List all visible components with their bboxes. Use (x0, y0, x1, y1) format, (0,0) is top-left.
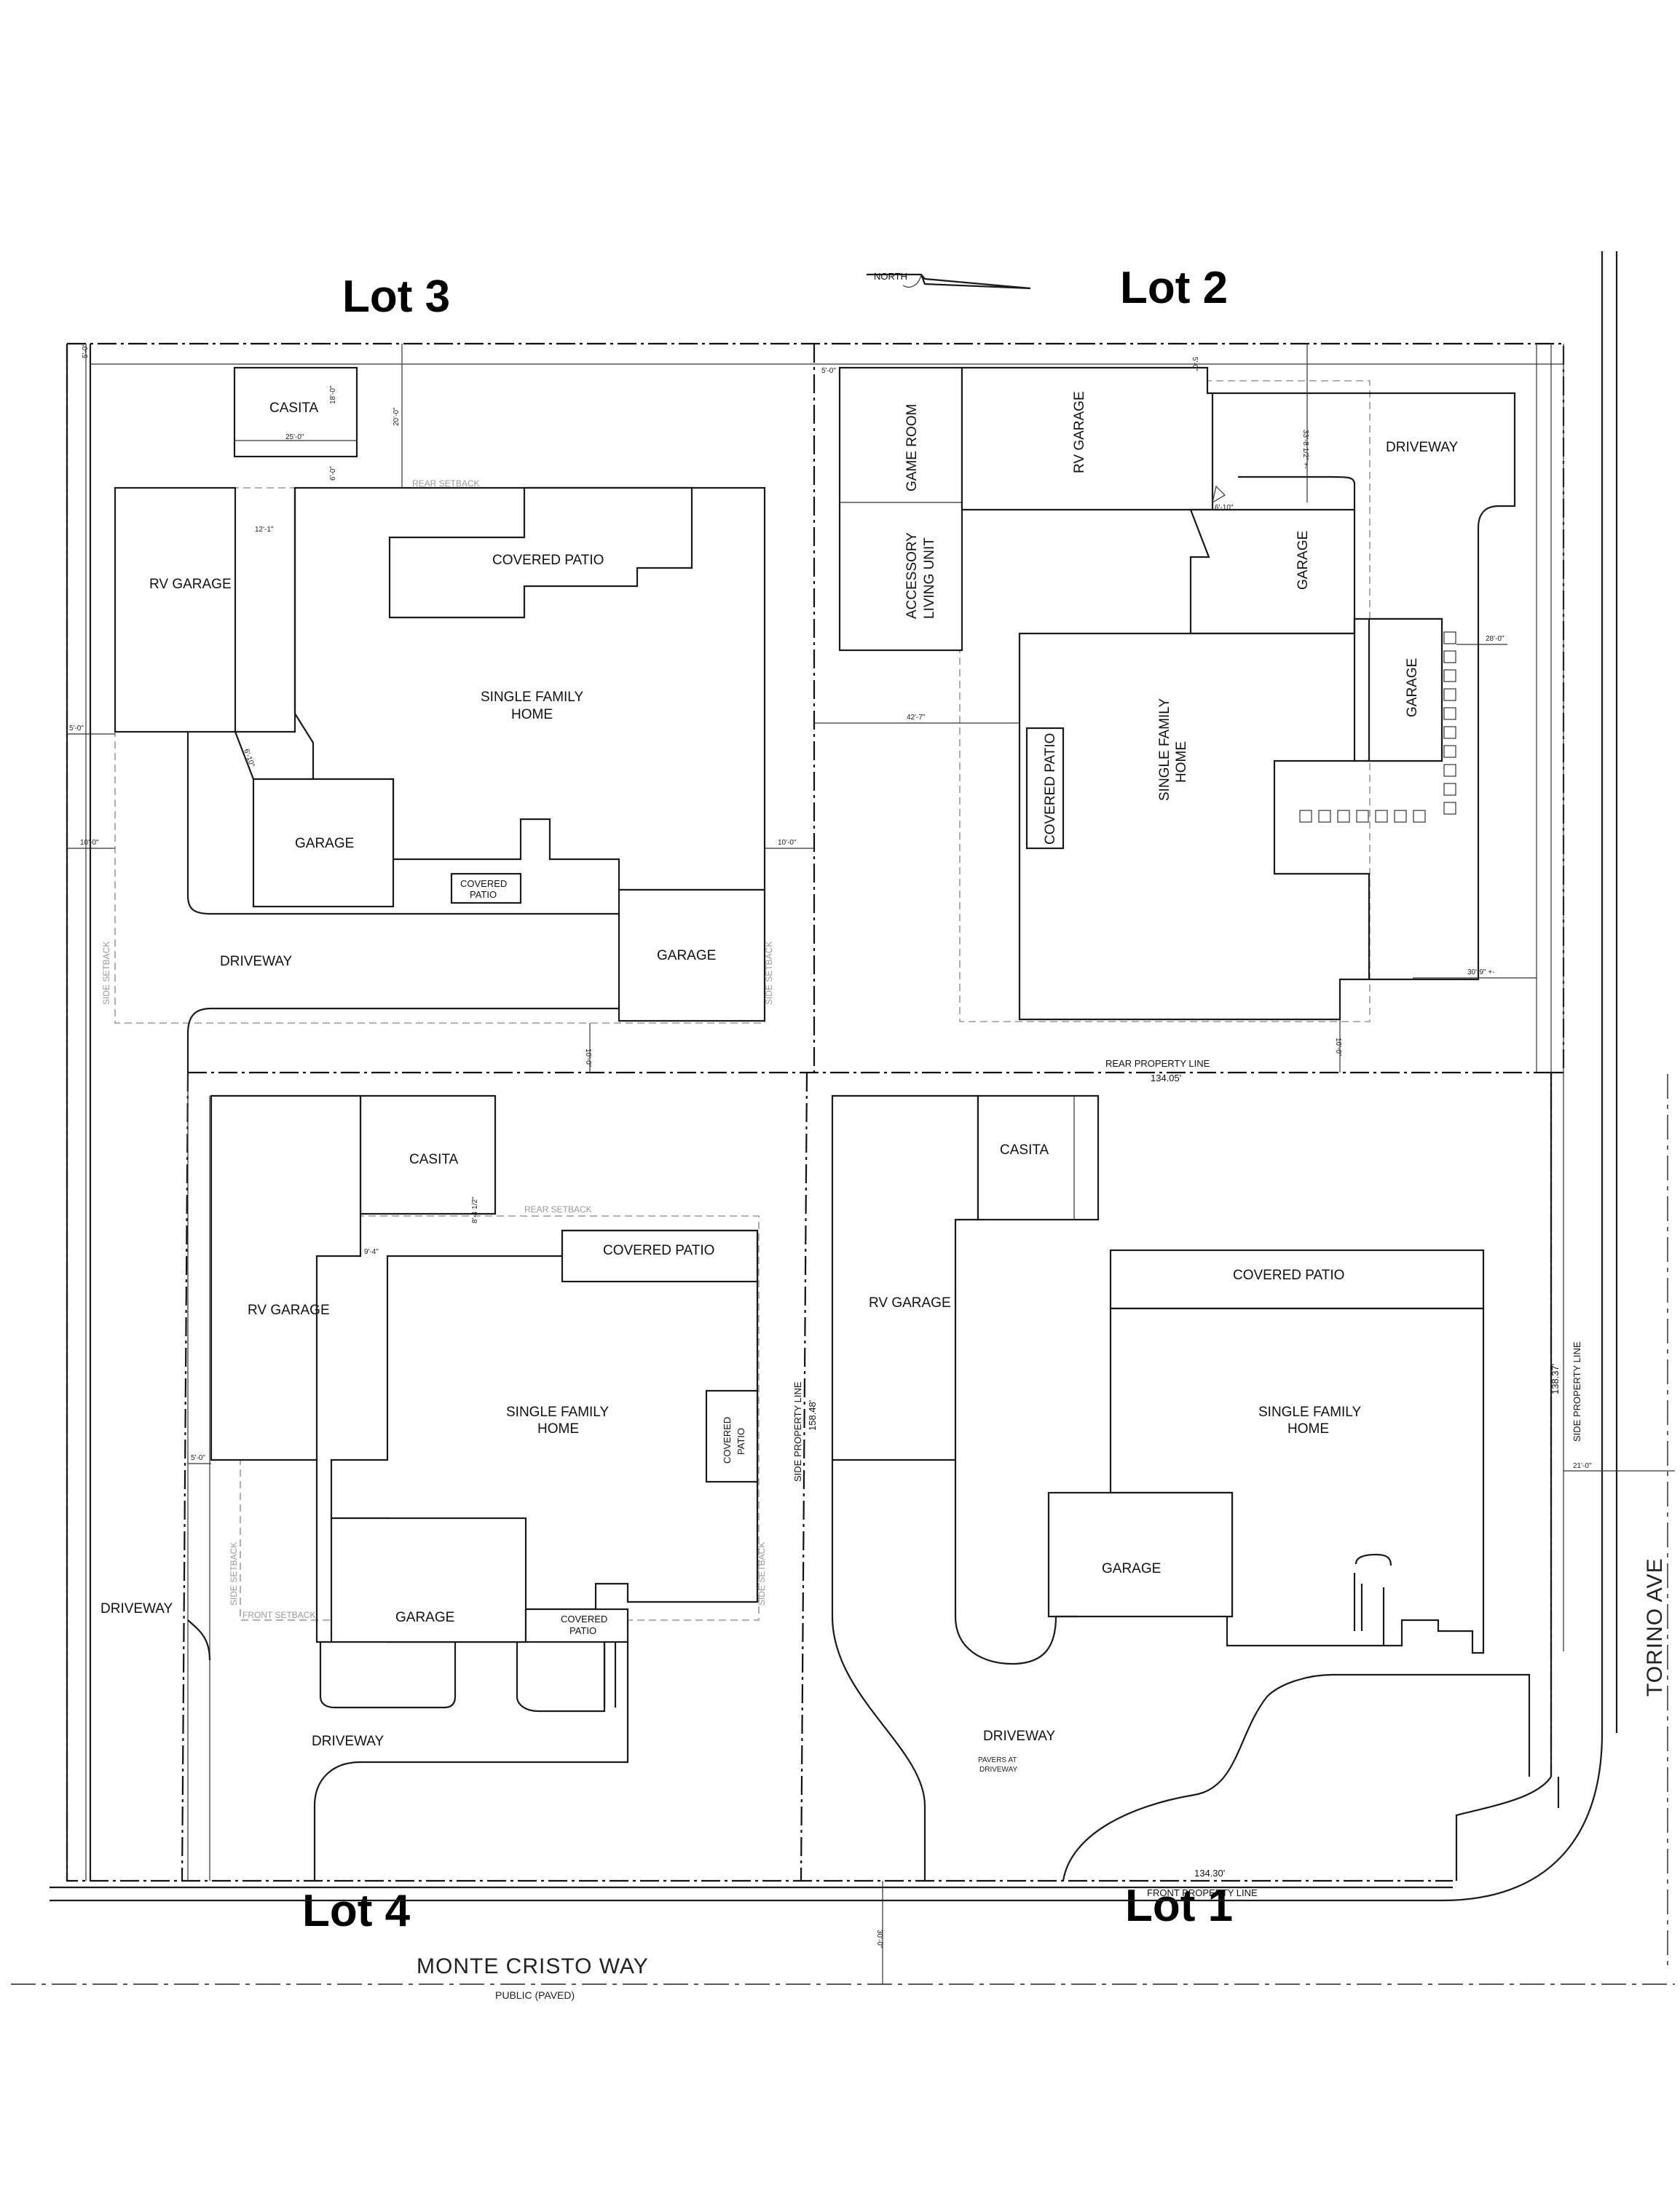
road-lines: MONTE CRISTO WAY PUBLIC (PAVED) TORINO A… (11, 251, 1675, 2001)
property-boundary (66, 342, 1565, 1882)
casita-label: CASITA (1000, 1142, 1049, 1158)
driveway-label: DRIVEWAY (100, 1601, 173, 1616)
side-setback-label: SIDE SETBACK (101, 941, 111, 1005)
side-property-dim-east: 138.37' (1550, 1364, 1561, 1394)
lot-4: REAR SETBACK SIDE SETBACK SIDE SETBACK F… (100, 1094, 767, 1881)
dim-8-4: 8'-4 1/2" (471, 1196, 479, 1223)
dim-6-10: 6'-10" (1215, 504, 1234, 512)
dim-33-8: 33'-8 1/2" +- (1301, 430, 1309, 469)
dim-9-4: 9'-4" (364, 1248, 379, 1256)
dim-5-0: 5'-0" (1191, 357, 1199, 371)
home-label: HOME (511, 707, 553, 722)
dim-12-1: 12'-1" (255, 526, 274, 534)
side-setback-label: SIDE SETBACK (757, 1542, 767, 1606)
garage-label: GARAGE (295, 836, 354, 851)
dim-10-0: 10'-0" (778, 839, 797, 847)
rear-setback-label: REAR SETBACK (412, 478, 480, 489)
rv-garage-label: RV GARAGE (149, 577, 232, 592)
north-arrow-icon: NORTH (867, 271, 1031, 290)
north-label: NORTH (874, 271, 907, 282)
side-setback-label: SIDE SETBACK (764, 941, 774, 1005)
pavers-driveway-label: DRIVEWAY (979, 1766, 1018, 1774)
side-property-line-mid-label: SIDE PROPERTY LINE (792, 1381, 803, 1482)
rv-garage-label: RV GARAGE (1072, 391, 1087, 473)
garage-label: GARAGE (1296, 531, 1311, 590)
dim-21-0: 21'-0" (1573, 1462, 1592, 1470)
driveway-label: DRIVEWAY (312, 1734, 384, 1749)
rv-garage-label: RV GARAGE (248, 1303, 330, 1318)
front-property-dim: 134.30' (1194, 1868, 1225, 1879)
dim-20-0: 20'-0" (393, 407, 401, 426)
side-property-dim-mid: 158.48' (807, 1400, 818, 1431)
rear-property-dim: 134.05' (1151, 1073, 1181, 1083)
lot-1: RV GARAGE CASITA COVERED PATIO SINGLE FA… (831, 1094, 1531, 1882)
covered-patio-label: COVERED PATIO (603, 1243, 714, 1258)
dim-5-0: 5'-0" (69, 725, 84, 733)
monte-cristo-public-label: PUBLIC (PAVED) (495, 1989, 575, 2001)
home-label: HOME (1174, 741, 1189, 783)
dim-5-0: 5'-0" (82, 344, 90, 358)
monte-cristo-way-label: MONTE CRISTO WAY (417, 1954, 649, 1978)
rv-garage-label: RV GARAGE (869, 1295, 951, 1311)
rear-property-line-label: REAR PROPERTY LINE (1105, 1058, 1210, 1069)
game-room-label: GAME ROOM (904, 404, 920, 492)
pavers-at-label: PAVERS AT (978, 1756, 1017, 1764)
dim-30-0: 30'-0" (875, 1930, 883, 1949)
dim-6-0: 6'-0" (329, 466, 337, 481)
single-family-label: SINGLE FAMILY (1258, 1405, 1361, 1420)
driveway-label: DRIVEWAY (983, 1729, 1056, 1744)
covered-patio-label: COVERED PATIO (492, 553, 604, 568)
casita-label: CASITA (409, 1152, 459, 1167)
patio-label: PATIO (736, 1428, 746, 1455)
garage-label: GARAGE (1102, 1561, 1161, 1576)
home-label: HOME (1287, 1421, 1329, 1437)
dim-5-0: 5'-0" (821, 367, 836, 375)
single-family-label: SINGLE FAMILY (1157, 698, 1172, 801)
home-label: HOME (537, 1421, 579, 1437)
pavers (1299, 631, 1456, 823)
dim-5-0: 5'-0" (191, 1454, 205, 1462)
side-property-line-east-label: SIDE PROPERTY LINE (1571, 1341, 1582, 1442)
covered-label: COVERED (722, 1417, 733, 1464)
dim-25-0: 25'-0" (285, 433, 304, 441)
garage-label: GARAGE (395, 1610, 454, 1625)
patio-label: PATIO (470, 889, 497, 900)
dim-10-0: 10'-0" (584, 1049, 592, 1067)
living-unit-label: LIVING UNIT (922, 537, 937, 619)
torino-ave-label: TORINO AVE (1643, 1558, 1667, 1697)
driveway-label: DRIVEWAY (220, 954, 293, 969)
dim-28-0: 28'-0" (1486, 635, 1504, 643)
lot-2-heading: Lot 2 (1120, 263, 1228, 313)
lot-3-heading: Lot 3 (342, 272, 450, 322)
lot-2: GAME ROOM ACCESSORY LIVING UNIT 5'-0" RV… (814, 344, 1537, 1073)
casita-label: CASITA (269, 400, 319, 416)
covered-label: COVERED (460, 878, 507, 889)
driveway-label: DRIVEWAY (1386, 440, 1459, 455)
side-setback-label: SIDE SETBACK (229, 1542, 239, 1606)
covered-patio-label: COVERED PATIO (1233, 1268, 1344, 1283)
single-family-label: SINGLE FAMILY (506, 1405, 609, 1420)
dim-10-0: 10'-0" (80, 839, 99, 847)
garage-label: GARAGE (1405, 658, 1420, 717)
lot-3: REAR SETBACK SIDE SETBACK SIDE SETBACK C… (67, 344, 1563, 1073)
front-property-line-label: FRONT PROPERTY LINE (1147, 1887, 1258, 1898)
dim-10-0: 10'-0" (1334, 1038, 1342, 1057)
lot-4-heading: Lot 4 (302, 1886, 411, 1936)
dim-30-9: 30'-9" +- (1467, 968, 1494, 976)
single-family-label: SINGLE FAMILY (481, 690, 583, 705)
dim-18-0: 18'-0" (329, 385, 337, 404)
patio-label: PATIO (569, 1625, 596, 1636)
front-setback-label: FRONT SETBACK (242, 1610, 315, 1620)
covered-patio-label: COVERED PATIO (1043, 733, 1058, 845)
garage-label: GARAGE (657, 948, 716, 963)
covered-label: COVERED (561, 1614, 607, 1625)
dim-42-7: 42'-7" (907, 714, 926, 722)
rear-setback-label: REAR SETBACK (524, 1204, 592, 1215)
accessory-label: ACCESSORY (904, 532, 920, 619)
lot-1-heading: Lot 1 (1125, 1881, 1233, 1931)
